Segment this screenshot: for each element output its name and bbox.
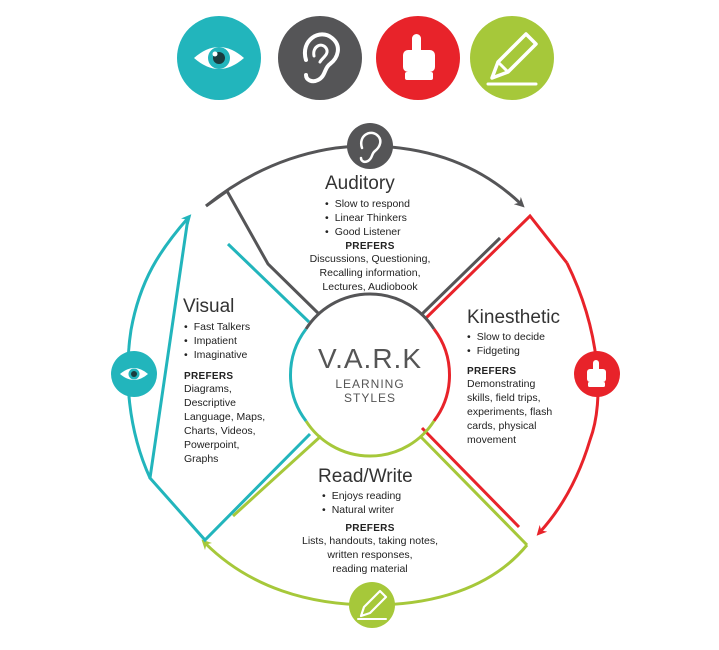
visual-bullet: Fast Talkers bbox=[184, 320, 250, 334]
kinesthetic-prefers-label: PREFERS bbox=[467, 366, 517, 377]
read-write-prefers-line: reading material bbox=[332, 563, 408, 575]
center-title: V.A.R.K bbox=[317, 343, 422, 374]
top-pointing-hand-icon bbox=[376, 16, 460, 100]
auditory-bullet: Good Listener bbox=[325, 225, 410, 239]
read-write-sector-right bbox=[418, 434, 529, 547]
center-ring-bottom bbox=[304, 420, 436, 458]
visual-title: Visual bbox=[183, 296, 235, 317]
center-line-1: LEARNING bbox=[335, 377, 405, 391]
kinesthetic-bullet: Slow to decide bbox=[467, 330, 545, 344]
visual-prefers-line: Diagrams, bbox=[184, 383, 232, 395]
center-ring-left bbox=[288, 328, 308, 422]
visual-prefers-line: Powerpoint, bbox=[184, 439, 240, 451]
auditory-prefers-line: Recalling information, bbox=[319, 267, 421, 279]
top-pencil-icon bbox=[470, 16, 554, 100]
visual-bullet: Imaginative bbox=[184, 348, 250, 362]
kinesthetic-bullet: Fidgeting bbox=[467, 344, 545, 358]
kinesthetic-prefers-line: movement bbox=[467, 434, 517, 446]
visual-sector bbox=[226, 242, 311, 324]
auditory-bullets: Slow to respond Linear Thinkers Good Lis… bbox=[325, 197, 410, 239]
visual-prefers-line: Language, Maps, bbox=[184, 411, 266, 423]
visual-prefers-line: Charts, Videos, bbox=[184, 425, 256, 437]
read-write-prefers-label: PREFERS bbox=[345, 523, 395, 534]
read-write-prefers-line: written responses, bbox=[327, 549, 413, 561]
ring-pointing-hand-icon bbox=[574, 351, 620, 397]
kinesthetic-prefers-line: cards, physical bbox=[467, 420, 537, 432]
kinesthetic-prefers-line: experiments, flash bbox=[467, 406, 553, 418]
kinesthetic-arc bbox=[536, 262, 600, 536]
ring-ear-icon bbox=[347, 123, 393, 169]
read-write-bullet: Natural writer bbox=[322, 503, 401, 517]
read-write-bullets: Enjoys reading Natural writer bbox=[322, 489, 401, 517]
auditory-bullet: Linear Thinkers bbox=[325, 211, 410, 225]
visual-prefers-line: Descriptive bbox=[184, 397, 236, 409]
center-ring-top bbox=[304, 292, 436, 330]
read-write-title: Read/Write bbox=[318, 466, 413, 487]
auditory-prefers-label: PREFERS bbox=[345, 241, 395, 252]
auditory-sector bbox=[205, 188, 321, 316]
kinesthetic-bullets: Slow to decide Fidgeting bbox=[467, 330, 545, 358]
read-write-bullet: Enjoys reading bbox=[322, 489, 401, 503]
visual-arc bbox=[126, 214, 192, 479]
auditory-prefers-line: Lectures, Audiobook bbox=[322, 281, 418, 293]
kinesthetic-sector bbox=[422, 213, 569, 322]
kinesthetic-prefers-line: Demonstrating bbox=[467, 378, 536, 390]
auditory-title: Auditory bbox=[325, 173, 395, 194]
top-eye-icon bbox=[177, 16, 261, 100]
center-line-2: STYLES bbox=[343, 391, 397, 405]
auditory-bullet: Slow to respond bbox=[325, 197, 410, 211]
auditory-sector-right bbox=[419, 236, 502, 317]
visual-prefers-line: Graphs bbox=[184, 453, 219, 465]
auditory-prefers-line: Discussions, Questioning, bbox=[309, 253, 431, 265]
kinesthetic-prefers-line: skills, field trips, bbox=[467, 392, 541, 404]
kinesthetic-title: Kinesthetic bbox=[467, 307, 560, 328]
visual-prefers-label: PREFERS bbox=[184, 371, 234, 382]
read-write-prefers-line: Lists, handouts, taking notes, bbox=[301, 535, 438, 547]
center-ring-right bbox=[432, 328, 452, 422]
visual-sector-outer bbox=[148, 217, 312, 543]
visual-bullet: Impatient bbox=[184, 334, 250, 348]
kinesthetic-sector-bottom bbox=[420, 426, 521, 529]
ring-eye-icon bbox=[111, 351, 157, 397]
top-ear-icon bbox=[278, 16, 362, 100]
read-write-sector bbox=[231, 434, 323, 518]
ring-pencil-icon bbox=[349, 582, 395, 628]
visual-bullets: Fast Talkers Impatient Imaginative bbox=[184, 320, 250, 362]
